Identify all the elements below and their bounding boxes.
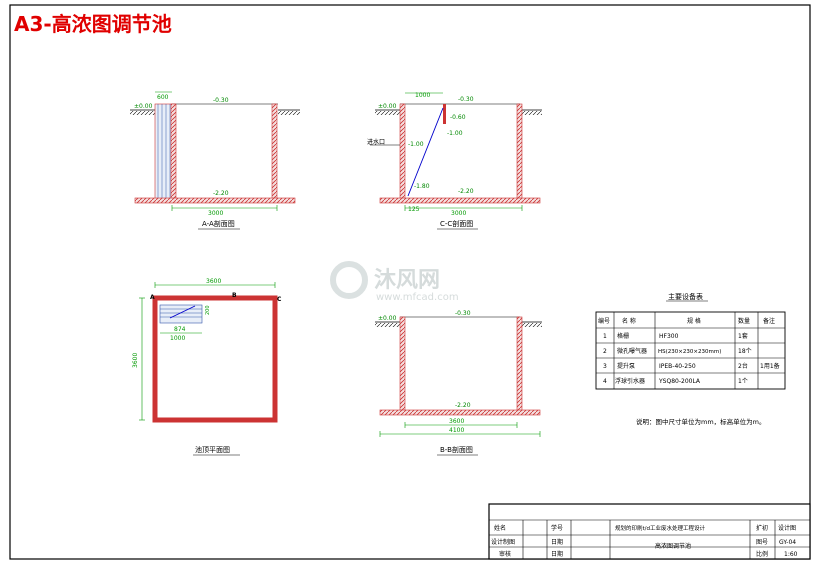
equipment-row-2-no: 2	[603, 348, 607, 355]
cc-wall-left	[399, 103, 406, 200]
plan-tank-walls	[152, 295, 278, 423]
equipment-header-no: 编号	[598, 317, 610, 325]
aa-level-top: ±0.00	[134, 103, 153, 110]
tb-design-label: 设计制图	[491, 538, 515, 546]
plan-caption: 池顶平面图	[195, 445, 230, 454]
title-block: 姓名 学号 设计制图 日期 审核 日期 规划的印刷t/d工业废水处理工程设计 高…	[488, 503, 811, 560]
equipment-row-3-remark: 1用1备	[760, 362, 780, 370]
equipment-row-1-spec: HF300	[659, 333, 679, 340]
bb-wall-right	[516, 316, 523, 412]
aa-level-mid: -0.30	[213, 97, 229, 104]
tb-review-label: 审核	[499, 550, 511, 558]
bb-level-bottom: -2.20	[455, 402, 471, 409]
drawing-title: A3-高浓图调节池	[14, 12, 172, 36]
plan-stair	[159, 304, 203, 324]
bb-caption: B-B剖面图	[440, 445, 473, 454]
tb-scale: 1:60	[784, 551, 798, 558]
plan-view: 3600 3600 874 1000 200 A B C 池顶平面图	[132, 278, 282, 456]
watermark: 沐风网 www.mfcad.com	[330, 261, 459, 303]
tb-name-label: 姓名	[494, 524, 506, 532]
plan-marker-b: B	[232, 292, 237, 299]
cc-base	[379, 197, 541, 204]
tb-student-id-label: 学号	[551, 524, 563, 532]
cc-inclined-pipe	[407, 107, 444, 197]
section-cc: 进水口 -1.00 1000 ±0.00 -0.30 -0.60 -1.00 -…	[367, 92, 542, 230]
bb-outer-dim: 4100	[449, 427, 464, 434]
equipment-table: 主要设备表 编号 名 称 规 格 数量 备注 1 格栅 HF300 1套 2 微…	[595, 292, 786, 426]
watermark-brand: 沐风网	[374, 268, 440, 293]
tb-drawing-no-label: 图号	[756, 539, 768, 546]
tb-date-label-2: 日期	[551, 550, 563, 558]
bb-base	[379, 409, 541, 416]
equipment-row-3-no: 3	[603, 363, 607, 370]
tb-expand-label: 扩初	[756, 524, 768, 532]
cc-level-pipe1: -0.60	[450, 114, 466, 121]
equipment-row-4-name: 浮球引水器	[615, 377, 645, 385]
watermark-logo-icon	[330, 261, 368, 299]
cc-level-pipe2: -1.00	[447, 130, 463, 137]
aa-wall-right	[271, 103, 278, 200]
cc-wall-right	[516, 103, 523, 200]
plan-marker-a: A	[150, 294, 155, 301]
bb-level-top: ±0.00	[378, 315, 397, 322]
cc-pipe	[443, 104, 446, 124]
equipment-row-4-spec: YSQ80-200LA	[658, 378, 701, 385]
drawing-frame	[9, 4, 811, 560]
bb-width-dim: 3600	[449, 418, 464, 425]
aa-stair-dim: 600	[157, 94, 169, 101]
bb-level-mid: -0.30	[455, 310, 471, 317]
aa-width-dim: 3000	[208, 210, 223, 217]
tb-drawing-name: 高浓图调节池	[655, 542, 691, 550]
plan-top-dim: 3600	[206, 278, 221, 285]
cc-inlet-label: 进水口	[367, 138, 385, 146]
cc-level-top: ±0.00	[378, 103, 397, 110]
cc-level-mid: -0.30	[458, 96, 474, 103]
equipment-row-1-name: 格栅	[617, 332, 629, 340]
section-aa: 600 ±0.00 -0.30 -2.20 3000 A-A剖面图	[130, 91, 300, 230]
cc-level-bottom: -2.20	[458, 188, 474, 195]
equipment-row-2-qty: 18个	[738, 348, 752, 355]
equipment-row-3-name: 提升泵	[617, 362, 635, 370]
equipment-header-remark: 备注	[763, 317, 775, 325]
tb-stage: 设计图	[778, 524, 796, 532]
equipment-row-4-qty: 1个	[738, 378, 748, 385]
cc-caption: C-C剖面图	[440, 219, 473, 228]
plan-stair-len: 1000	[170, 335, 185, 342]
plan-stair-dim: 874	[174, 326, 186, 333]
equipment-row-2-spec: HS(230×230×230mm)	[658, 349, 721, 355]
equipment-row-1-no: 1	[603, 333, 607, 340]
equipment-row-3-spec: IPEB-40-250	[659, 363, 696, 370]
cc-top-dim: 1000	[415, 92, 430, 99]
equipment-row-3-qty: 2台	[738, 362, 748, 370]
aa-wall-left	[170, 103, 177, 200]
aa-base	[134, 197, 296, 204]
cc-level-inlet: -1.00	[408, 141, 424, 148]
equipment-header-qty: 数量	[738, 317, 750, 325]
drawing-note: 说明：图中尺寸单位为mm，标高单位为m。	[636, 417, 766, 426]
bb-wall-left	[399, 316, 406, 412]
cc-dim-b: 125	[408, 206, 420, 213]
tb-scale-label: 比例	[756, 550, 768, 558]
watermark-url: www.mfcad.com	[376, 292, 459, 303]
plan-marker-c: C	[277, 296, 282, 303]
section-bb: ±0.00 -0.30 -2.20 3600 4100 B-B剖面图	[375, 310, 542, 456]
plan-small-dim: 200	[205, 305, 211, 315]
tb-project: 规划的印刷t/d工业废水处理工程设计	[615, 524, 706, 532]
equipment-row-1-qty: 1套	[738, 332, 748, 340]
aa-caption: A-A剖面图	[202, 219, 235, 228]
tb-date-label-1: 日期	[551, 538, 563, 546]
tb-drawing-no: GY-04	[779, 539, 796, 546]
equipment-row-2-name: 微孔曝气器	[617, 347, 647, 355]
equipment-header-spec: 规 格	[687, 317, 701, 325]
equipment-row-4-no: 4	[603, 378, 607, 385]
equipment-title: 主要设备表	[668, 292, 703, 301]
aa-level-bottom: -2.20	[213, 190, 229, 197]
plan-height-dim: 3600	[132, 353, 139, 368]
equipment-header-name: 名 称	[622, 317, 636, 325]
cc-dim-a: -1.80	[414, 183, 430, 190]
cc-width-dim: 3000	[451, 210, 466, 217]
